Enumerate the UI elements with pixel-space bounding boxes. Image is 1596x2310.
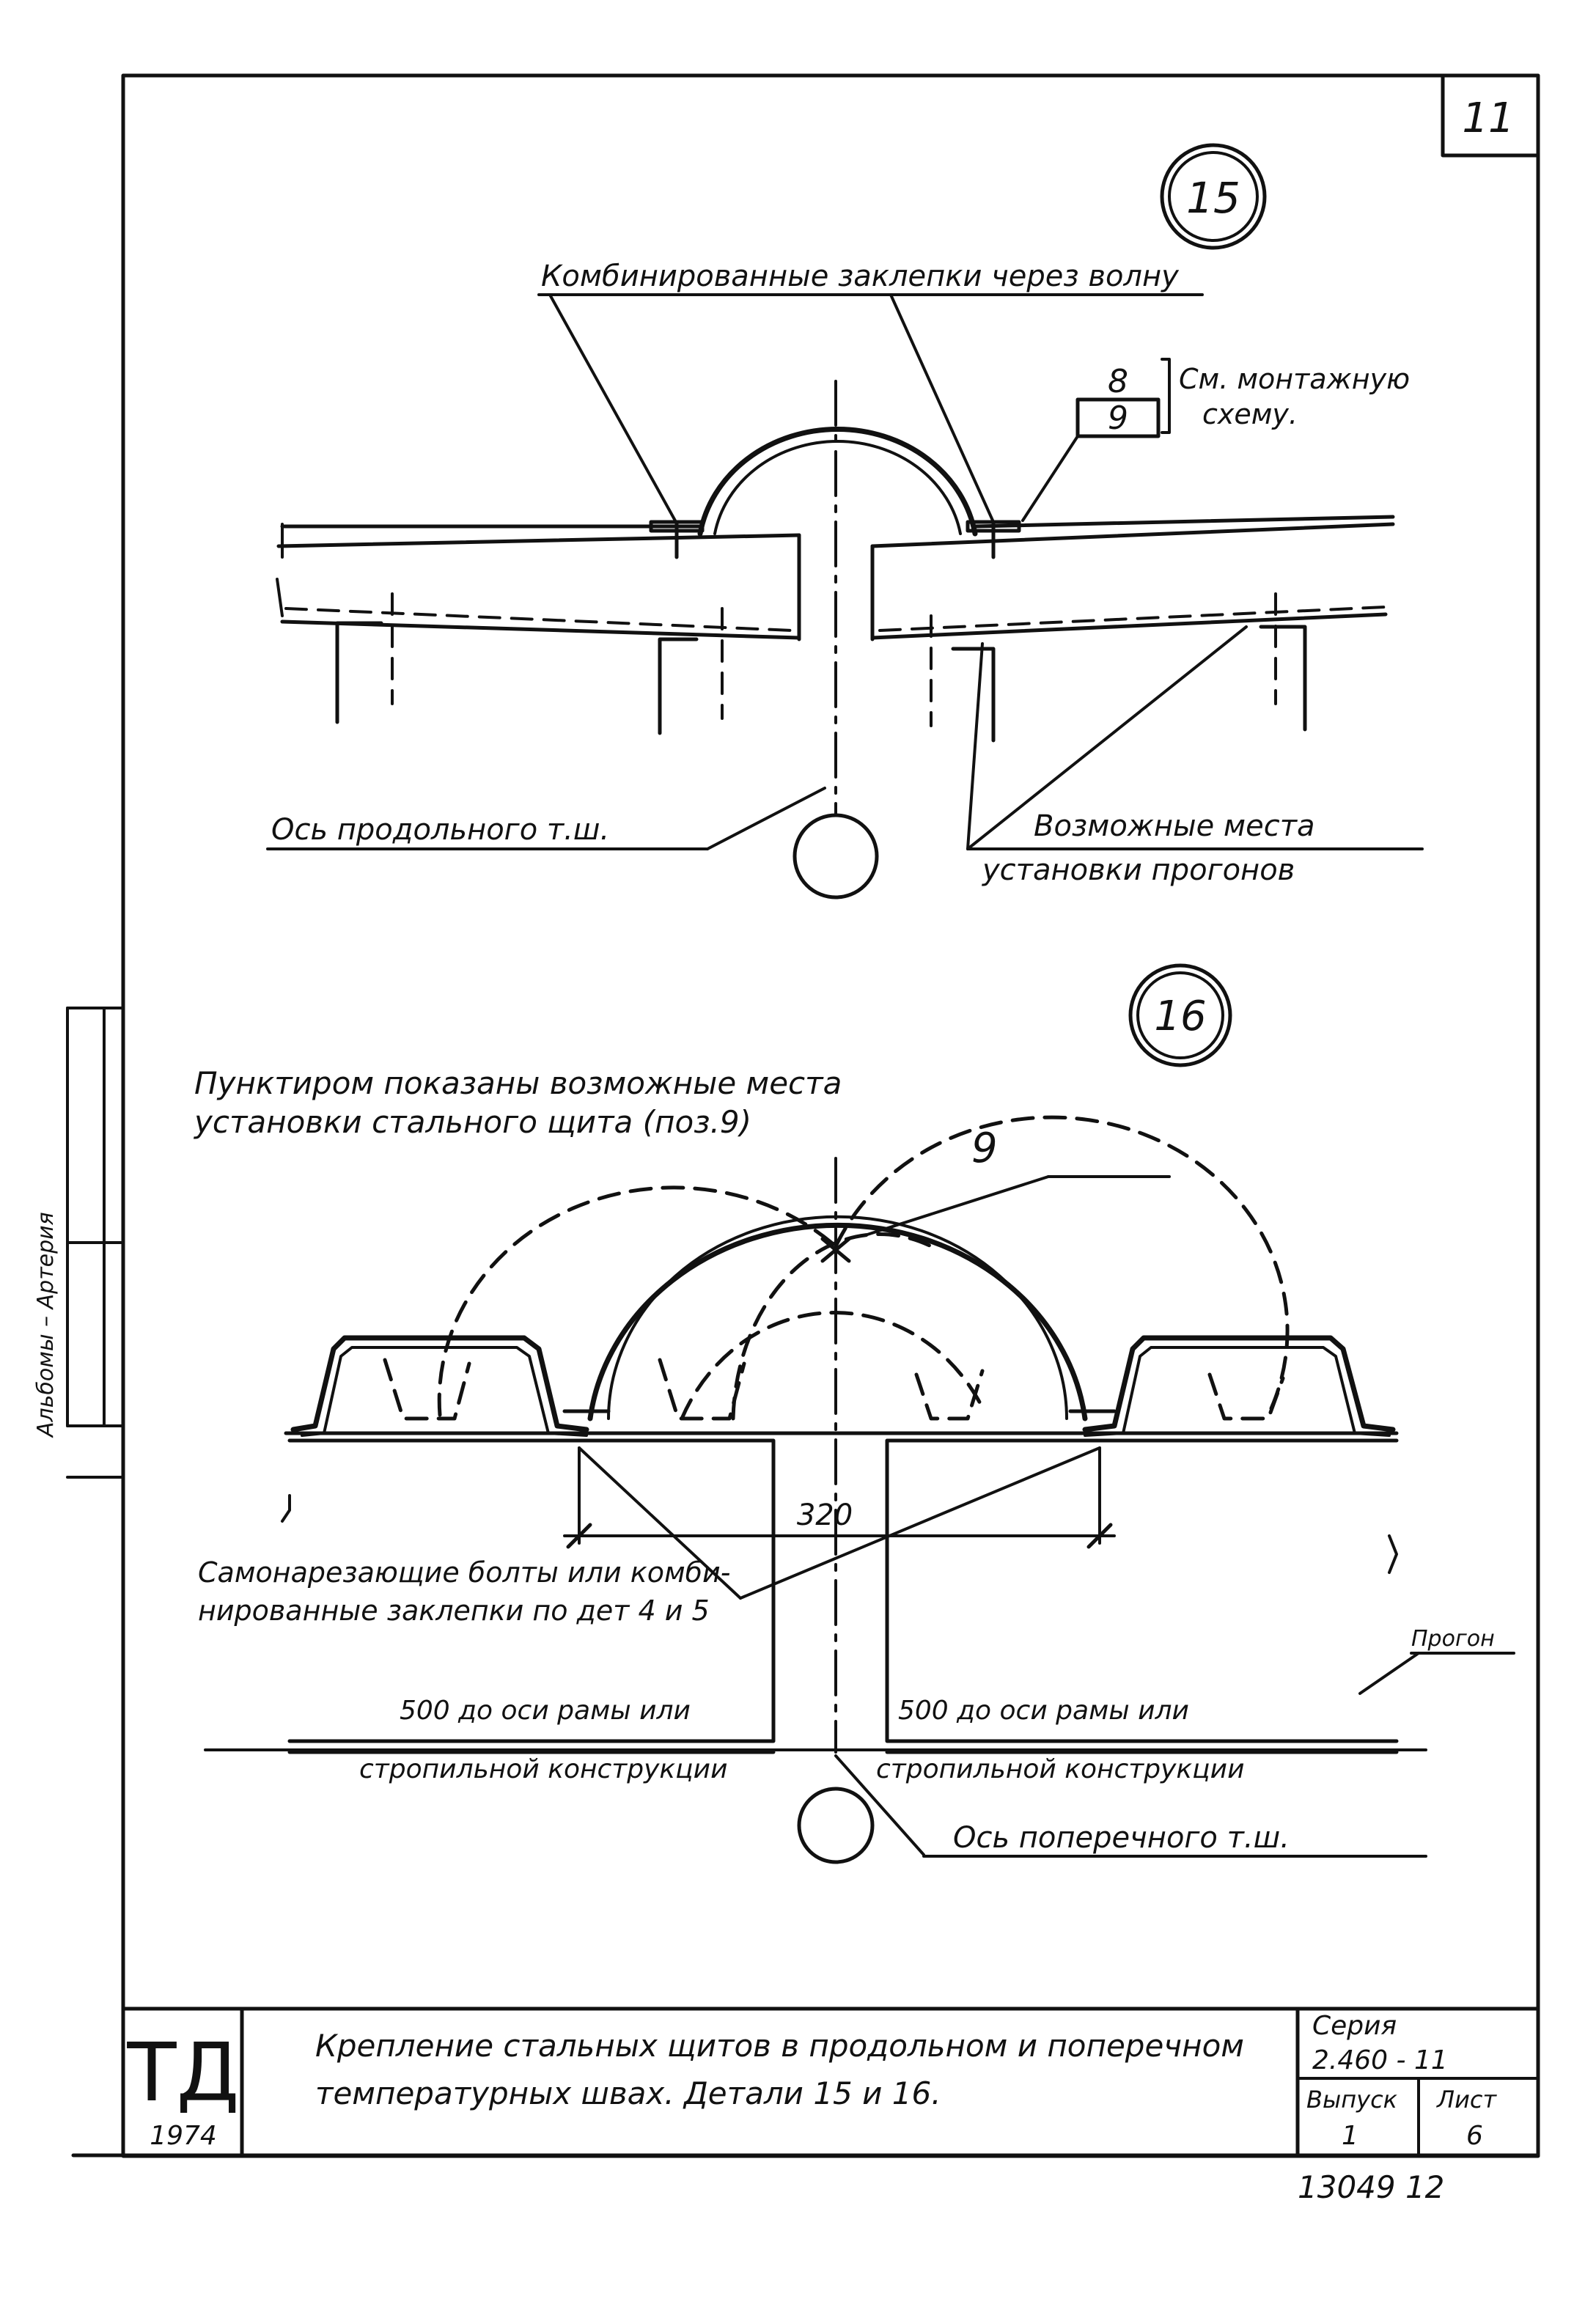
detail-15-purlins-line-1: Возможные места [1034, 809, 1315, 843]
title-block-sheet-value: 6 [1466, 2121, 1483, 2151]
detail-15-ref-top: 8 [1108, 363, 1128, 400]
title-block-issue-value: 1 [1342, 2121, 1358, 2151]
archive-stamp: 13049 12 [1298, 2169, 1444, 2205]
detail-16-dimension: 320 [797, 1498, 853, 1532]
title-block-year: 1974 [150, 2121, 217, 2151]
detail-16-axis-label: Ось поперечного т.ш. [953, 1821, 1290, 1855]
detail-15-number: 15 [1186, 173, 1240, 223]
detail-15-rivets-label: Комбинированные заклепки через волну [541, 260, 1180, 293]
title-block-series-label: Серия [1312, 2011, 1397, 2041]
detail-16-left-dist-line-2: стропильной конструкции [359, 1754, 727, 1784]
detail-16-right-dist-line-1: 500 до оси рамы или [898, 1696, 1189, 1726]
title-block-sheet-label: Лист [1436, 2086, 1497, 2114]
corner-number: 11 [1462, 95, 1514, 142]
detail-16-bolts-line-2: нированные заклепки по дет 4 и 5 [198, 1594, 710, 1627]
detail-16-note-line-1: Пунктиром показаны возможные места [194, 1065, 842, 1101]
detail-16-bolts-line-1: Самонарезающие болты или комби- [198, 1556, 730, 1589]
detail-15-drawing [266, 143, 1424, 900]
title-block-title-line-1: Крепление стальных щитов в продольном и … [315, 2028, 1244, 2064]
margin-stamp-strip [66, 1007, 125, 1479]
sheet-frame [71, 73, 1540, 2158]
detail-15-see-line-1: См. монтажную [1179, 363, 1410, 395]
title-block-issue-label: Выпуск [1306, 2086, 1398, 2114]
detail-16-position-label: 9 [971, 1125, 998, 1172]
title-block [240, 2006, 1540, 2158]
title-block-title-line-2: температурных швах. Детали 15 и 16. [315, 2075, 941, 2111]
detail-16-note-line-2: установки стального щита (поз.9) [193, 1104, 751, 1140]
detail-16-left-dist-line-1: 500 до оси рамы или [400, 1696, 691, 1726]
detail-15-purlins-line-2: установки прогонов [982, 853, 1295, 887]
detail-16-right-dist-line-2: стропильной конструкции [876, 1754, 1244, 1784]
detail-16-purlin-label: Прогон [1411, 1626, 1495, 1652]
title-block-logo: ТД [126, 2026, 239, 2119]
detail-15-ref-bottom: 9 [1108, 400, 1128, 437]
detail-16-drawing [204, 963, 1515, 1864]
margin-stamp-text: Альбомы – Артерия [33, 1212, 59, 1438]
title-block-series-value: 2.460 - 11 [1312, 2045, 1448, 2075]
detail-15-axis-label: Ось продольного т.ш. [271, 813, 609, 847]
detail-16-number: 16 [1154, 993, 1206, 1040]
detail-15-see-line-2: схему. [1202, 398, 1298, 430]
